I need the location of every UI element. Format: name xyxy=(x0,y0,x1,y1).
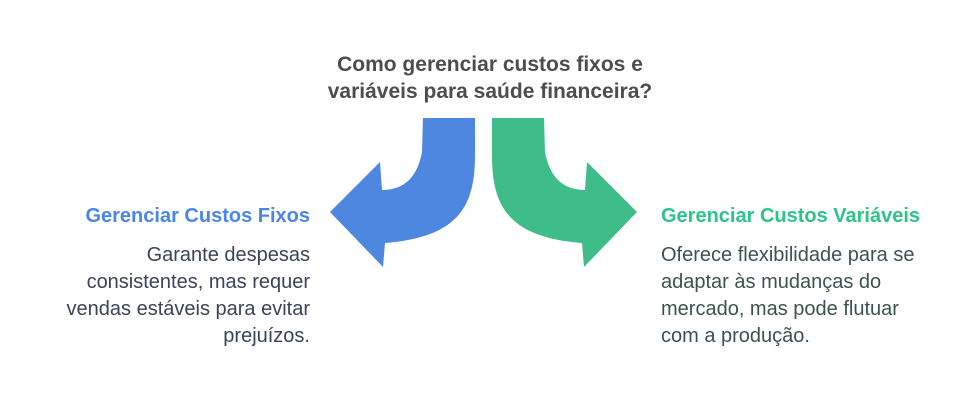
variable-costs-section: Gerenciar Custos Variáveis Oferece flexi… xyxy=(661,203,961,350)
variable-costs-description: Oferece flexibilidade para se adaptar às… xyxy=(661,244,915,347)
variable-costs-heading: Gerenciar Custos Variáveis xyxy=(661,205,921,227)
fixed-costs-heading: Gerenciar Custos Fixos xyxy=(85,205,310,227)
split-arrows-graphic xyxy=(326,114,641,271)
fixed-costs-description: Garante despesas consistentes, mas reque… xyxy=(66,244,310,347)
fixed-costs-section: Gerenciar Custos Fixos Garante despesas … xyxy=(20,203,310,350)
curved-arrow-right-icon xyxy=(488,114,641,271)
page-title: Como gerenciar custos fixos e variáveis … xyxy=(327,53,653,103)
curved-arrow-left-icon xyxy=(326,114,479,271)
